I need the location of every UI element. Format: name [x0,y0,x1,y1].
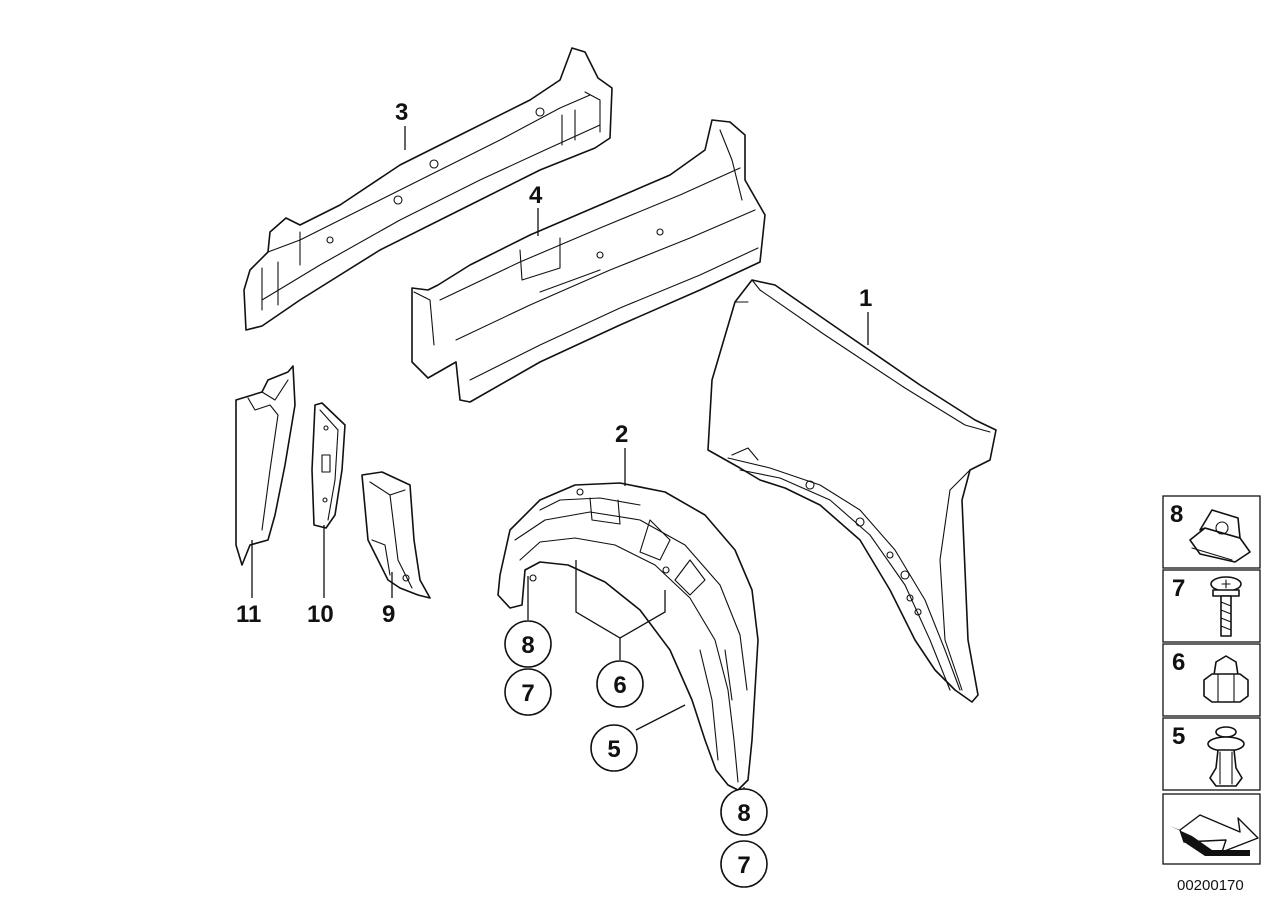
legend-label-8: 8 [1170,501,1183,528]
callout-9: 9 [382,601,395,628]
callout-7-right: 7 [720,840,768,888]
callout-1: 1 [859,285,872,312]
part-10-pillar[interactable] [311,402,346,529]
expanding-rivet-icon [1207,726,1245,787]
callout-4: 4 [529,182,543,209]
legend-label-5: 5 [1172,723,1185,750]
forward-arrow-icon [1170,814,1259,856]
hex-nut-icon [1203,655,1249,703]
svg-text:6: 6 [613,672,626,699]
callout-11: 11 [236,601,261,628]
part-11-pillar[interactable] [235,365,296,566]
part-9-bracket[interactable] [361,471,431,599]
clip-nut-icon [1189,509,1251,563]
svg-text:7: 7 [521,680,534,707]
callout-7-left: 7 [504,668,552,716]
screw-icon [1210,576,1242,637]
callout-2: 2 [615,421,628,448]
legend-label-6: 6 [1172,649,1185,676]
callout-10: 10 [307,601,334,628]
legend-label-7: 7 [1172,575,1185,602]
svg-text:5: 5 [607,736,620,763]
svg-text:8: 8 [737,800,750,827]
leader-lines [251,126,869,790]
callout-8-left: 8 [504,620,552,668]
part-2-wheel-arch[interactable] [497,482,759,791]
callout-3: 3 [395,99,408,126]
part-1-side-panel[interactable] [707,279,997,703]
fastener-legend: 8 7 6 5 [1162,495,1261,865]
callout-6: 6 [596,660,644,708]
part-3-rail[interactable] [243,47,613,331]
callout-8-right: 8 [720,788,768,836]
callout-5: 5 [590,724,638,772]
part-4-rail[interactable] [411,119,766,403]
reference-number: 00200170 [1177,877,1244,894]
svg-text:7: 7 [737,852,750,879]
svg-text:8: 8 [521,632,534,659]
